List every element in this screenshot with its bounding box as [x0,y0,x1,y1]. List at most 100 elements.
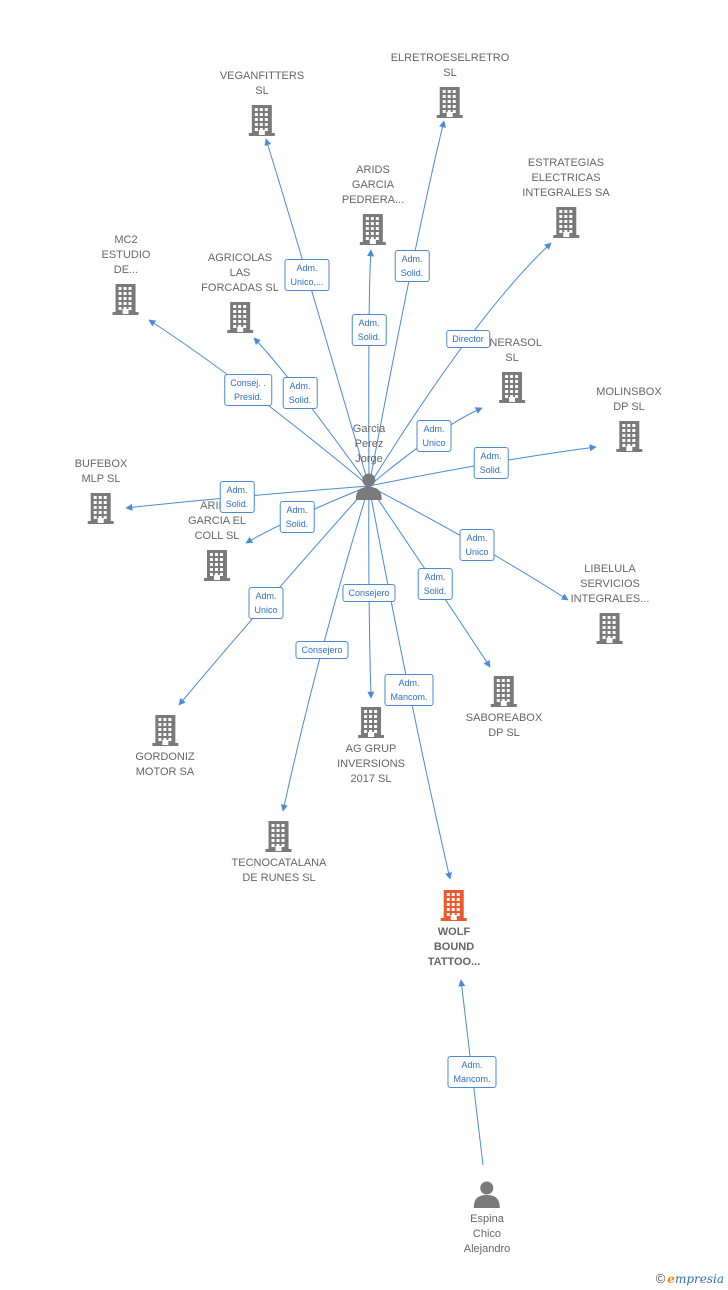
relation-label-line: Adm. [480,451,502,461]
building-icon [152,715,178,746]
relation-label-libelula[interactable]: Adm. Unico [459,529,495,561]
relation-label-saboreabox[interactable]: Adm. Solid. [417,568,453,600]
relation-label-line: Solid. [225,499,249,509]
node-label-line: AGRICOLAS [207,252,273,264]
relation-label-line: Presid. [233,392,262,402]
relation-label-line: Adm. [286,505,308,515]
relation-label-line: Unico [254,605,278,615]
relation-label-line: Adm. [424,572,446,582]
relation-label-line: Adm. [289,381,311,391]
building-icon [616,421,642,452]
node-label: SABOREABOX DP SL [466,711,542,741]
node-label-line: Alejandro [463,1243,511,1255]
relation-label-line: Consejero [301,645,343,655]
company-node-gordoniz[interactable]: GORDONIZ MOTOR SA [135,713,195,780]
relation-label-line: Adm. [423,424,445,434]
node-label-line: GORDONIZ [135,751,195,763]
relation-label-gordoniz[interactable]: Adm.Unico [248,587,284,619]
relation-label-line: Solid. [479,465,503,475]
node-label-line: TECNOCATALANA [231,857,327,869]
node-label-line: Espina [470,1213,504,1225]
relation-label-wolf[interactable]: Adm.Mancom. [384,674,434,706]
node-label-line: 2017 SL [350,773,392,785]
relation-label-mc2[interactable]: Consej. . Presid. [224,374,272,406]
node-label: GORDONIZ MOTOR SA [135,750,194,780]
relation-label-bufebox[interactable]: Adm.Solid. [219,481,255,513]
relation-label-aridscoll[interactable]: Adm.Solid. [279,501,315,533]
building-icon [87,493,114,524]
relation-label-line: Consej. . [230,378,266,388]
node-label-line: Jorge [355,453,383,465]
building-icon [441,890,467,921]
node-label-line: INTEGRALES... [570,593,650,605]
relation-label-line: Solid. [357,332,381,342]
relation-label-line: Solid. [423,586,447,596]
relation-label-estrategias[interactable]: Director [446,330,490,348]
node-label-line: GARCIA EL [187,515,247,527]
relation-label-tecnocatalana[interactable]: Consejero [295,641,349,659]
relation-label-line: Solid. [400,268,424,278]
node-label-line: SL [255,85,269,97]
node-label-line: MOTOR SA [135,766,195,778]
relation-label-molinsbox[interactable]: Adm. Solid. [473,447,509,479]
node-label-line: Garcia [352,423,386,435]
node-label-line: LAS [229,267,251,279]
relation-label-line: Adm. [466,533,488,543]
node-label-line: MLP SL [81,473,121,485]
node-label-line: DP SL [488,727,520,739]
company-node-saboreabox[interactable]: SABOREABOX DP SL [466,674,542,741]
node-label-line: ESTUDIO [101,249,151,261]
building-icon [498,372,525,403]
node-label-line: SABOREABOX [465,712,543,724]
building-icon [552,207,579,238]
copyright-icon: © [655,1271,666,1286]
node-label-line: VEGANFITTERS [219,70,305,82]
relation-label-line: Unico [465,547,489,557]
node-label-line: SERVICIOS [580,578,640,590]
relation-label-arids[interactable]: Adm.Solid. [351,314,387,346]
relation-label-aggrup[interactable]: Consejero [342,584,396,602]
building-icon [265,821,292,852]
company-node-agricolas[interactable]: AGRICOLAS LAS FORCADAS SL [201,251,279,334]
node-label-line: AG GRUP [345,743,397,755]
relation-label-wolf-espina[interactable]: Adm.Mancom. [447,1056,497,1088]
building-icon [490,676,517,707]
relation-label-enerasol[interactable]: Adm.Unico [416,420,452,452]
node-label-line: INVERSIONS [337,758,405,770]
relation-label-line: Adm. [401,254,423,264]
node-label-line: GARCIA [351,179,395,191]
node-label-line: TATTOO... [427,956,481,968]
node-label-line: COLL SL [194,530,240,542]
node-label-line: ELRETROESELRETRO [390,52,510,64]
company-node-veganfitters[interactable]: VEGANFITTERS SL [220,69,304,137]
node-label-line: ENERASOL [482,337,542,349]
building-icon [596,613,623,644]
node-label-line: ESTRATEGIAS [527,157,605,169]
node-label-line: FORCADAS SL [201,282,279,294]
company-node-aggrup[interactable]: AG GRUP INVERSIONS 2017 SL [337,705,405,787]
relation-label-veganfitters[interactable]: Adm.Unico,... [284,259,330,291]
person-icon [356,473,382,500]
relation-label-agricolas[interactable]: Adm.Solid. [282,377,318,409]
relation-label-elretro[interactable]: Adm. Solid. [394,250,430,282]
